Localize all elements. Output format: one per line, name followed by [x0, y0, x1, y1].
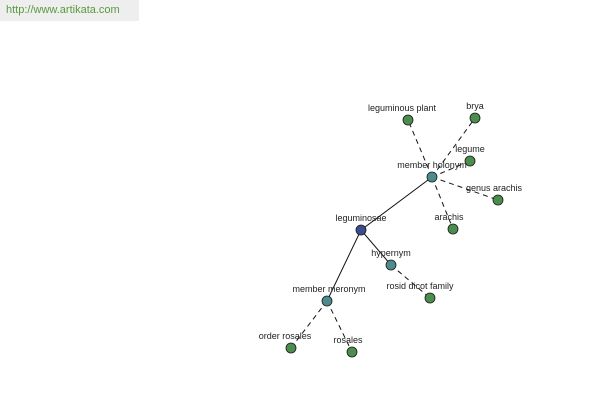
node-leaf-leguminous-plant[interactable]: leguminous plant: [368, 103, 437, 126]
node-root-label: leguminosae: [335, 213, 386, 223]
node-relation-hypernym-dot[interactable]: [385, 259, 397, 271]
node-leaf-rosales-dot[interactable]: [346, 346, 358, 358]
node-leaf-legume-label: legume: [455, 144, 485, 154]
node-leaf-leguminous-plant-dot[interactable]: [402, 114, 414, 126]
edge-holonym-genus-arachis: [431, 176, 499, 201]
node-leaf-genus-arachis[interactable]: genus arachis: [466, 183, 523, 206]
node-leaf-brya[interactable]: brya: [466, 101, 484, 124]
edge-holonym-brya: [431, 117, 476, 178]
node-leaf-genus-arachis-dot[interactable]: [492, 194, 504, 206]
node-leaf-rosales-label: rosales: [333, 335, 363, 345]
node-relation-holonym[interactable]: member holonym: [397, 160, 467, 183]
node-leaf-order-rosales[interactable]: order rosales: [259, 331, 312, 354]
node-leaf-leguminous-plant-label: leguminous plant: [368, 103, 437, 113]
node-relation-meronym[interactable]: member meronym: [292, 284, 366, 307]
node-relation-holonym-label: member holonym: [397, 160, 467, 170]
edge-root-holonym: [360, 176, 433, 231]
node-leaf-rosid-dicot-family-label: rosid dicot family: [386, 281, 454, 291]
node-leaf-legume[interactable]: legume: [455, 144, 485, 167]
node-leaf-brya-label: brya: [466, 101, 484, 111]
edge-holonym-leguminous-plant: [407, 119, 433, 178]
edge-root-meronym: [326, 229, 362, 302]
node-relation-hypernym[interactable]: hypernym: [371, 248, 411, 271]
node-leaf-brya-dot[interactable]: [469, 112, 481, 124]
node-leaf-rosid-dicot-family-dot[interactable]: [424, 292, 436, 304]
node-relation-holonym-dot[interactable]: [426, 171, 438, 183]
node-leaf-order-rosales-dot[interactable]: [285, 342, 297, 354]
node-leaf-rosales[interactable]: rosales: [333, 335, 363, 358]
node-leaf-rosid-dicot-family[interactable]: rosid dicot family: [386, 281, 454, 304]
edge-holonym-legume: [431, 160, 471, 178]
node-relation-meronym-label: member meronym: [292, 284, 365, 294]
node-leaf-arachis-label: arachis: [434, 212, 464, 222]
edge-meronym-order-rosales: [290, 300, 328, 349]
node-leaf-legume-dot[interactable]: [464, 155, 476, 167]
node-relation-meronym-dot[interactable]: [321, 295, 333, 307]
node-leaf-genus-arachis-label: genus arachis: [466, 183, 523, 193]
node-root[interactable]: leguminosae: [335, 213, 387, 236]
edge-root-hypernym: [360, 229, 392, 266]
node-root-dot[interactable]: [355, 224, 367, 236]
url-banner: http://www.artikata.com: [0, 0, 139, 21]
edge-holonym-arachis: [431, 176, 454, 230]
node-leaf-arachis[interactable]: arachis: [434, 212, 464, 235]
site-url-link[interactable]: http://www.artikata.com: [6, 4, 120, 16]
edge-meronym-rosales: [326, 300, 353, 353]
node-leaf-order-rosales-label: order rosales: [259, 331, 312, 341]
node-leaf-arachis-dot[interactable]: [447, 223, 459, 235]
node-relation-hypernym-label: hypernym: [371, 248, 411, 258]
